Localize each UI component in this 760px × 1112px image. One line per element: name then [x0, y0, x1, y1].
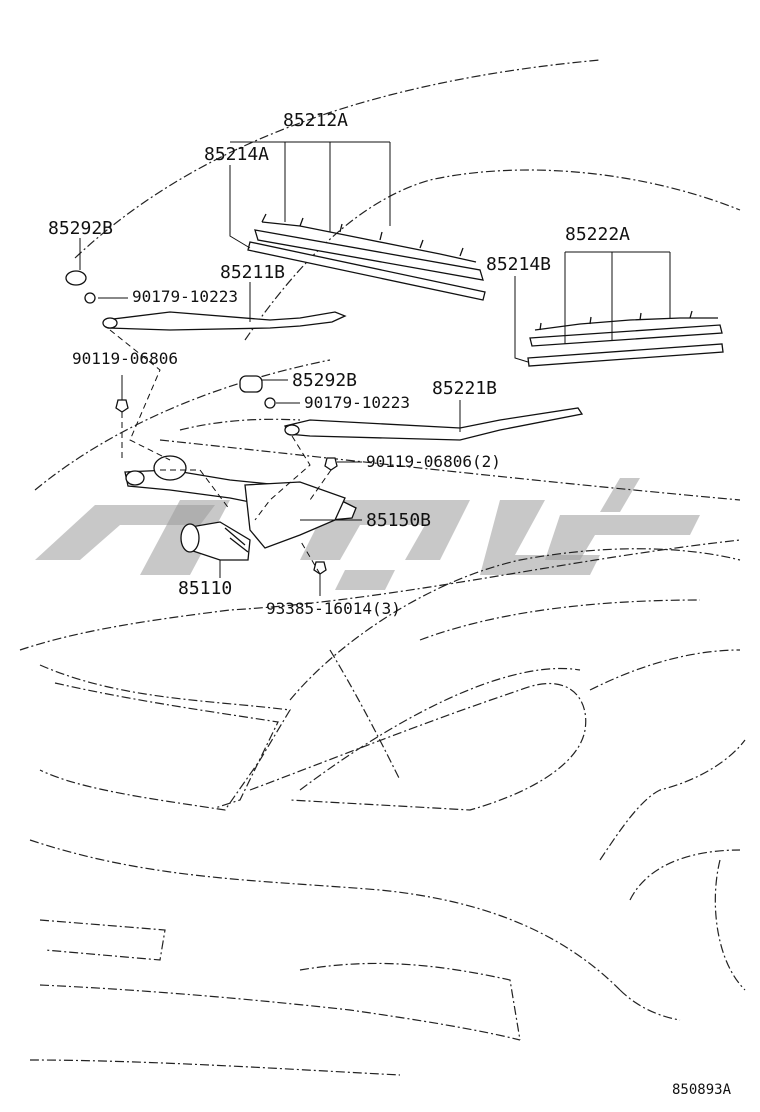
label-90119-06806-1: 90119-06806 — [72, 349, 178, 368]
label-93385-16014: 93385-16014(3) — [266, 599, 401, 618]
label-90179-10223-2: 90179-10223 — [304, 393, 410, 412]
label-85211B: 85211B — [220, 262, 285, 283]
assembly-lines — [109, 329, 332, 575]
label-85214A: 85214A — [204, 144, 269, 165]
label-85214B: 85214B — [486, 254, 551, 275]
label-85292B-2: 85292B — [292, 370, 357, 391]
label-85222A: 85222A — [565, 224, 630, 245]
label-85150B: 85150B — [366, 510, 431, 531]
label-90179-10223-1: 90179-10223 — [132, 287, 238, 306]
wiper-arm-passenger — [239, 375, 584, 441]
watermark — [35, 478, 700, 590]
wiper-blade-driver — [247, 213, 486, 301]
label-85221B: 85221B — [432, 378, 497, 399]
diagram-code: 850893A — [672, 1082, 732, 1098]
wiper-blade-passenger — [527, 310, 724, 367]
bolts — [115, 399, 338, 575]
label-85292B-1: 85292B — [48, 218, 113, 239]
label-90119-06806-2: 90119-06806(2) — [366, 452, 501, 471]
leader-lines — [79, 141, 671, 596]
label-85110: 85110 — [178, 578, 232, 599]
vehicle-body-outline — [19, 59, 746, 1076]
wiper-arm-driver — [65, 270, 347, 331]
wiper-link-and-motor — [124, 455, 357, 561]
label-85212A: 85212A — [283, 110, 348, 131]
